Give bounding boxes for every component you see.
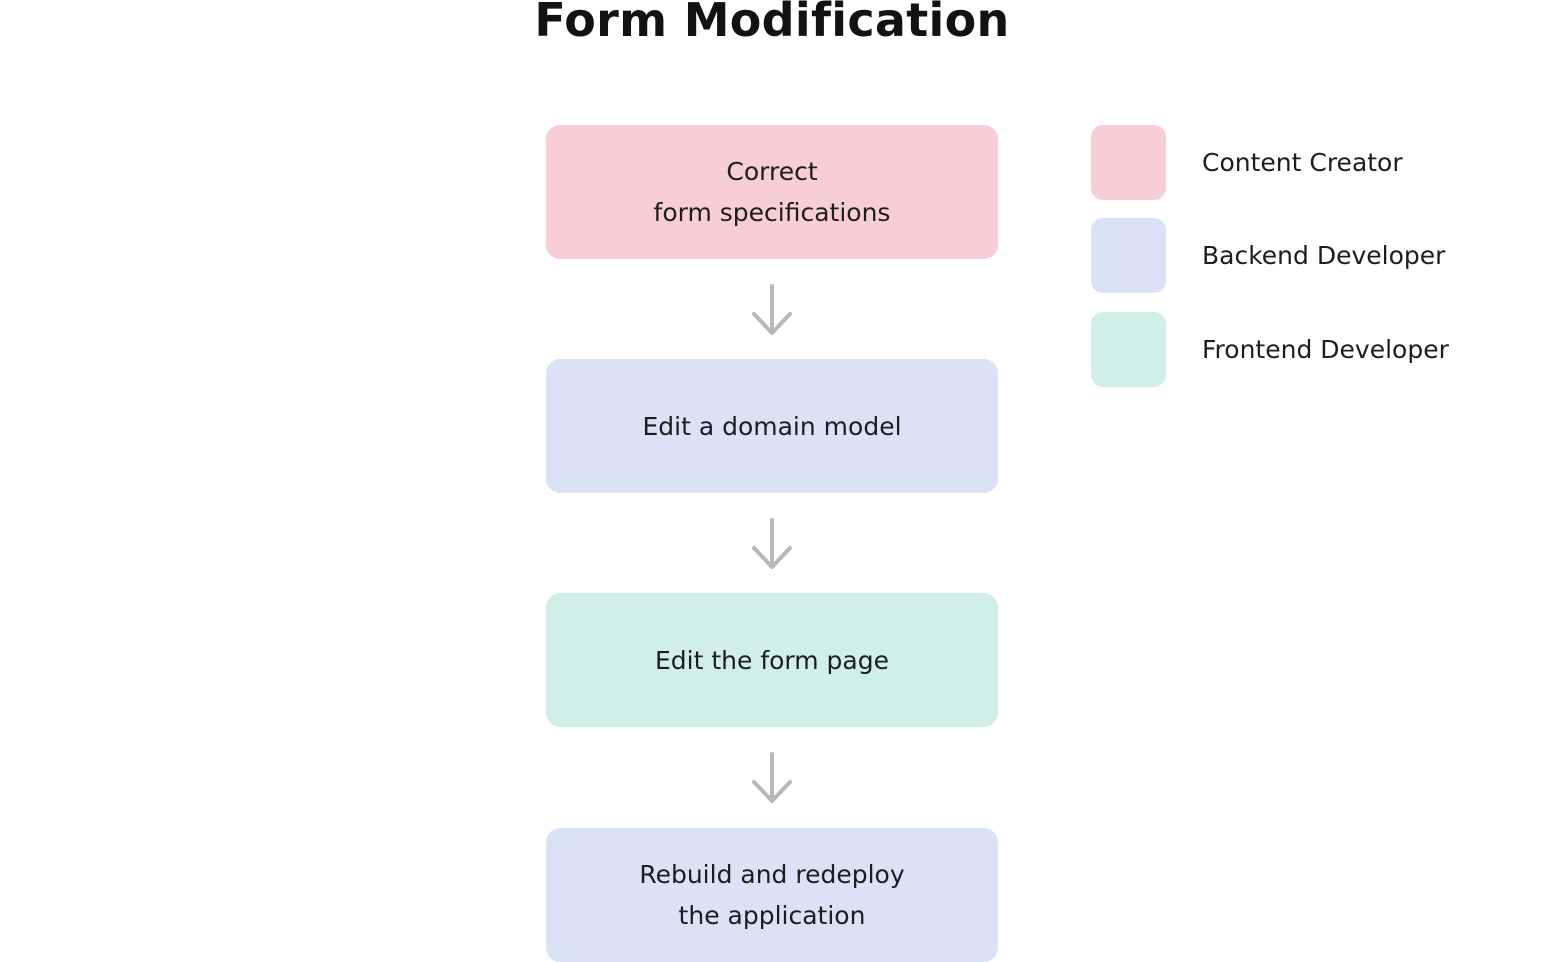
legend-swatch	[1091, 312, 1166, 387]
legend-label: Content Creator	[1202, 148, 1403, 177]
legend-label: Frontend Developer	[1202, 335, 1449, 364]
legend-label: Backend Developer	[1202, 241, 1446, 270]
step-edit-domain-model: Edit a domain model	[546, 359, 998, 493]
diagram-title: Form Modification	[534, 0, 1010, 47]
step-correct-specs: Correct form specifications	[546, 125, 998, 259]
step-label: Edit a domain model	[642, 411, 902, 441]
legend-swatch	[1091, 218, 1166, 293]
step-rebuild-redeploy: Rebuild and redeploy the application	[546, 828, 998, 962]
step-label: Rebuild and redeploy the application	[639, 860, 905, 930]
legend-item-content-creator: Content Creator	[1091, 125, 1403, 200]
legend-item-backend-developer: Backend Developer	[1091, 218, 1445, 293]
arrow-down-icon	[752, 284, 792, 335]
arrow-down-icon	[752, 518, 792, 569]
step-edit-form-page: Edit the form page	[546, 593, 998, 727]
legend-item-frontend-developer: Frontend Developer	[1091, 312, 1449, 387]
step-label: Correct form specifications	[653, 157, 891, 227]
legend-swatch	[1091, 125, 1166, 200]
step-label: Edit the form page	[654, 645, 889, 675]
arrow-down-icon	[752, 752, 792, 803]
